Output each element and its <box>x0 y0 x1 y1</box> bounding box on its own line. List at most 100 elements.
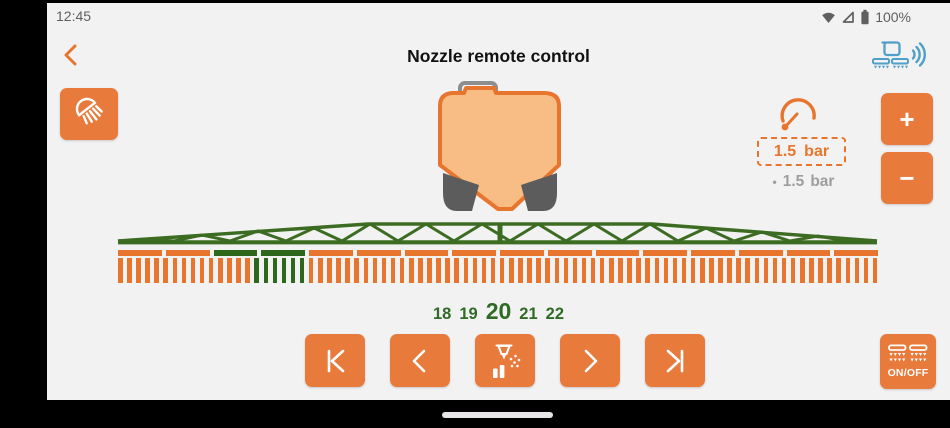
nozzle-tick <box>399 258 405 283</box>
boom-section <box>452 250 496 256</box>
nozzle-tick <box>563 258 569 283</box>
next-nozzle-button[interactable] <box>560 334 620 387</box>
nozzle-tick <box>390 258 396 283</box>
minus-icon: − <box>899 163 915 193</box>
target-pressure-unit: bar <box>804 142 830 160</box>
previous-nozzle-button[interactable] <box>390 334 450 387</box>
boom-illustration <box>110 219 885 289</box>
nozzle-number: 18 <box>432 305 452 323</box>
chevron-left-icon <box>61 43 89 67</box>
nozzle-tick <box>654 258 660 283</box>
nozzle-tick <box>363 258 369 283</box>
nozzle-tick <box>172 258 178 283</box>
status-bar-right: 100% <box>821 9 911 25</box>
nozzle-tick <box>163 258 168 283</box>
nozzle-tick <box>663 258 669 283</box>
pressure-increase-button[interactable]: + <box>881 93 933 145</box>
nozzle-tick <box>790 258 796 283</box>
sprayer-wireless-icon <box>871 40 929 74</box>
target-pressure-value: 1.5 <box>773 142 797 160</box>
nozzle-tick <box>263 258 268 283</box>
nozzle-tick <box>509 258 514 283</box>
nozzle-tick <box>418 258 423 283</box>
back-button[interactable] <box>61 41 89 69</box>
master-on-off-button[interactable]: ON/OFF <box>880 334 936 389</box>
nozzle-tick <box>463 258 469 283</box>
nozzle-tick <box>190 258 196 283</box>
on-off-label: ON/OFF <box>887 367 929 379</box>
nozzle-tick <box>618 258 623 283</box>
nozzle-tick <box>718 258 723 283</box>
nozzle-tick <box>545 258 550 283</box>
nozzle-tick <box>681 258 687 283</box>
nozzle-tick <box>745 258 750 283</box>
nozzle-tick <box>281 258 287 283</box>
nozzle-tick <box>554 258 559 283</box>
gesture-navigation-pill[interactable] <box>442 412 553 418</box>
spray-nozzle-icon <box>68 94 110 134</box>
boom-section <box>404 250 449 256</box>
nozzle-tick <box>645 258 650 283</box>
boom-section <box>500 250 544 256</box>
nozzle-tick <box>490 258 496 283</box>
tank-illustration <box>430 80 570 218</box>
nozzle-tick <box>709 258 714 283</box>
nozzle-tick <box>472 258 478 283</box>
nozzle-tick <box>299 258 305 283</box>
nozzle-tick <box>781 258 787 283</box>
nozzle-tick <box>199 258 205 283</box>
nozzle-tick <box>445 258 450 283</box>
nozzle-tick <box>345 258 350 283</box>
nozzle-tick <box>409 258 414 283</box>
boom-section <box>165 250 210 256</box>
nozzle-tick <box>736 258 741 283</box>
nozzle-tick <box>227 258 232 283</box>
boom-section <box>786 250 831 256</box>
app-screen: 12:45 100% Nozzle remote control <box>47 3 950 400</box>
boom-truss <box>117 222 878 245</box>
nozzle-tick <box>336 258 341 283</box>
nozzle-tick <box>809 258 814 283</box>
target-pressure-box[interactable]: 1.5 bar <box>757 137 846 166</box>
nozzle-tick <box>481 258 487 283</box>
spray-light-button[interactable] <box>60 88 118 140</box>
nozzle-tick <box>609 258 614 283</box>
nozzle-tick <box>527 258 532 283</box>
boom-section <box>547 250 592 256</box>
nozzle-tick <box>454 258 459 283</box>
pressure-decrease-button[interactable]: − <box>881 152 933 204</box>
nozzle-tick <box>181 258 187 283</box>
chevron-right-icon <box>575 346 605 376</box>
nozzle-tick <box>145 258 150 283</box>
nozzle-spray-pulse-icon <box>486 342 524 380</box>
nozzle-tick <box>118 258 123 283</box>
boom-sections <box>118 250 878 256</box>
first-nozzle-button[interactable] <box>305 334 365 387</box>
nozzle-test-button[interactable] <box>475 334 535 387</box>
nozzle-tick <box>136 258 141 283</box>
last-nozzle-button[interactable] <box>645 334 705 387</box>
nozzle-tick <box>827 258 832 283</box>
boom-section <box>595 250 640 256</box>
nozzle-tick <box>154 258 159 283</box>
nozzle-tick <box>236 258 241 283</box>
nozzle-tick <box>581 258 587 283</box>
boom-section <box>261 250 305 256</box>
nozzle-tick <box>800 258 805 283</box>
tank-body <box>438 86 561 211</box>
nozzle-tick <box>700 258 705 283</box>
nozzle-tick <box>599 258 605 283</box>
wifi-icon <box>821 10 836 24</box>
boom-section <box>118 250 162 256</box>
nozzle-tick <box>836 258 841 283</box>
pressure-gauge-icon <box>774 97 820 137</box>
nozzle-tick <box>245 258 250 283</box>
actual-pressure: • 1.5 bar <box>757 173 850 191</box>
nozzle-tick <box>254 258 259 283</box>
nozzle-tick <box>499 258 505 283</box>
actual-pressure-unit: bar <box>810 173 835 190</box>
nozzle-tick <box>872 258 878 283</box>
nozzle-tick <box>536 258 541 283</box>
nozzle-tick <box>763 258 769 283</box>
nozzle-tick <box>218 258 223 283</box>
